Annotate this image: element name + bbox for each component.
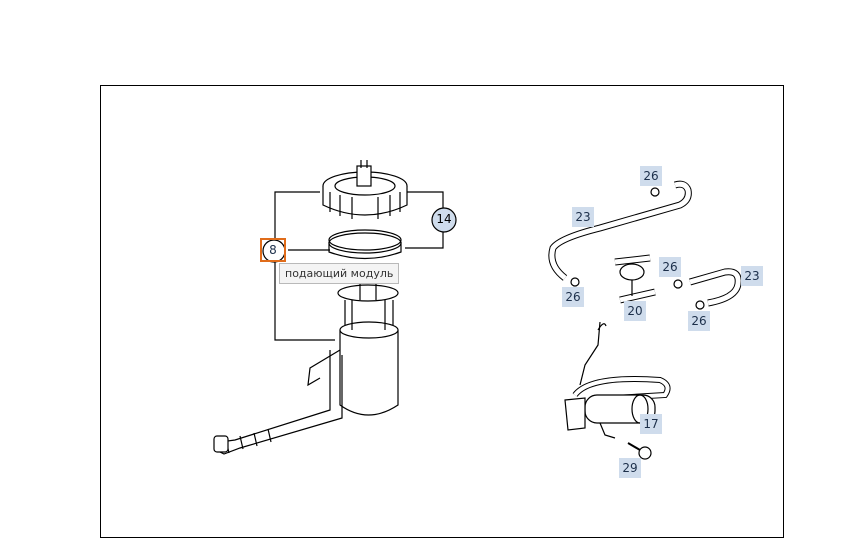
seal-ring — [328, 229, 402, 260]
callout-tooltip: подающий модуль — [279, 263, 400, 284]
hose-23-upper — [548, 180, 692, 281]
diagram-frame — [100, 85, 784, 538]
callout-8[interactable]: 8 — [260, 238, 286, 262]
callout-29[interactable]: 29 — [619, 458, 641, 478]
callout-26[interactable]: 26 — [688, 311, 710, 331]
callout-20[interactable]: 20 — [624, 301, 646, 321]
callout-17[interactable]: 17 — [640, 414, 662, 434]
fuel-module — [213, 283, 399, 455]
connector-20 — [614, 254, 656, 304]
hose-23-lower — [689, 268, 742, 307]
callout-23[interactable]: 23 — [741, 266, 763, 286]
callout-26[interactable]: 26 — [659, 257, 681, 277]
callout-23[interactable]: 23 — [572, 207, 594, 227]
callout-26[interactable]: 26 — [562, 287, 584, 307]
screw — [627, 442, 652, 460]
tank-cap — [322, 160, 408, 219]
callout-26[interactable]: 26 — [640, 166, 662, 186]
callout-14[interactable]: 14 — [436, 212, 452, 226]
fuel-pump — [564, 321, 671, 439]
